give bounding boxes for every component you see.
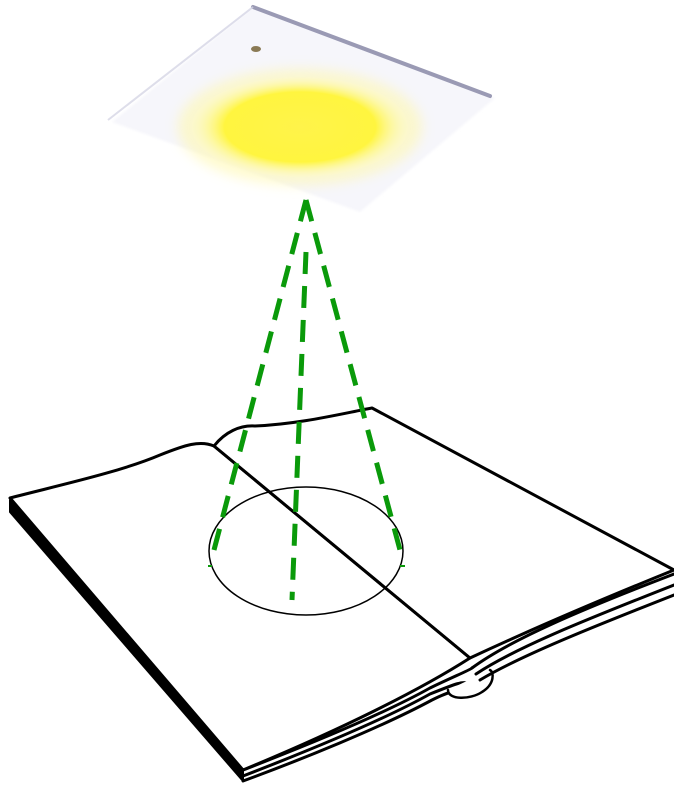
ceiling-light (107, 5, 495, 212)
illuminated-circle (208, 486, 404, 616)
open-book (8, 406, 674, 783)
book-spine (212, 444, 472, 660)
book-right-page-layer-3 (478, 593, 674, 682)
book-right-page-layer-2 (474, 583, 674, 676)
light-beam-center-ray (289, 251, 309, 601)
book-right-page-layer-1 (470, 572, 674, 670)
book-page-layer-2 (241, 680, 470, 778)
light-beam (211, 199, 403, 601)
book-left-page (8, 441, 472, 772)
light-panel-top-edge (251, 5, 492, 98)
light-beam-right-ray (303, 199, 403, 551)
light-sensor-dot (251, 46, 261, 52)
light-panel-left-edge (107, 6, 254, 121)
light-beam-left-ray (211, 199, 309, 551)
light-glow (192, 77, 408, 177)
